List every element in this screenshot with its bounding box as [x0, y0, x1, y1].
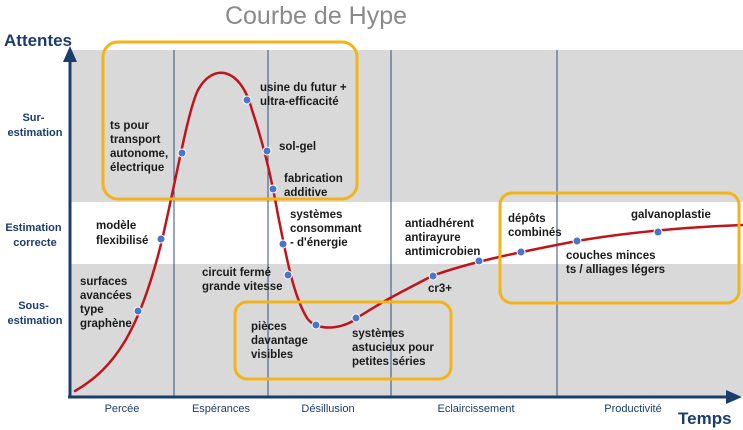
point-circuit — [283, 270, 293, 280]
tech-label-systemes-conso: systèmes consommant - d'énergie — [290, 209, 365, 249]
phase-label-esperances: Espérances — [192, 403, 251, 415]
tech-label-fabrication: fabrication additive — [284, 173, 346, 199]
point-couches — [572, 236, 582, 246]
phase-label-percee: Percée — [105, 403, 140, 415]
point-systemes-conso — [278, 239, 288, 249]
band-label-overestimation: Sur- estimation — [7, 112, 62, 139]
x-axis-arrow-icon — [726, 390, 742, 404]
point-antiadherent — [474, 256, 484, 266]
axes — [63, 46, 742, 404]
tech-label-transport: ts pour transport autonome, électrique — [110, 120, 171, 174]
phase-dividers — [173, 50, 558, 396]
point-modele — [156, 234, 166, 244]
point-pieces — [311, 320, 321, 330]
technology-points — [133, 95, 663, 330]
x-axis-title: Temps — [678, 409, 732, 428]
tech-label-surfaces: surfaces avancées type graphène — [80, 276, 135, 330]
highlight-box-trough — [233, 300, 453, 381]
tech-label-couches: couches minces ts / alliages légers — [566, 250, 665, 276]
phase-label-desillusion: Désillusion — [301, 403, 354, 415]
point-cr3 — [428, 271, 438, 281]
tech-label-pieces: pièces davantage visibles — [251, 321, 311, 361]
band-label-correct: Estimation correcte — [5, 222, 64, 249]
point-galvano — [653, 227, 663, 237]
phase-label-eclaircissement: Eclaircissement — [437, 403, 514, 415]
point-fabrication — [268, 184, 278, 194]
tech-label-circuit: circuit fermé grande vitesse — [202, 267, 283, 293]
tech-label-antiadherent: antiadhérent antirayure antimicrobien — [405, 218, 480, 258]
point-transport — [177, 148, 187, 158]
point-usine — [242, 95, 252, 105]
highlight-box-plateau — [498, 191, 741, 305]
phase-label-productivite: Productivité — [604, 403, 661, 415]
tech-label-galvano: galvanoplastie — [631, 209, 711, 221]
underestimation-band — [70, 264, 743, 396]
tech-label-systemes-astucieux: systèmes astucieux pour petites séries — [352, 328, 437, 368]
band-label-underestimation: Sous- estimation — [7, 300, 62, 327]
tech-label-usine: usine du futur + ultra-efficacité — [260, 82, 350, 108]
tech-label-solgel: sol-gel — [279, 141, 316, 153]
highlight-boxes — [101, 40, 741, 381]
y-axis-title: Attentes — [4, 31, 72, 50]
chart-title: Courbe de Hype — [225, 2, 407, 30]
overestimation-band — [70, 50, 743, 202]
highlight-box-peak — [101, 40, 359, 201]
tech-label-modele: modèle flexibilisé — [96, 220, 148, 247]
point-surfaces — [133, 306, 143, 316]
point-depots — [516, 247, 526, 257]
point-systemes-astucieux — [351, 313, 361, 323]
point-solgel — [262, 146, 272, 156]
tech-label-cr3: cr3+ — [428, 283, 452, 295]
y-axis-arrow-icon — [63, 46, 77, 62]
tech-label-depots: dépôts combinés — [508, 213, 562, 239]
